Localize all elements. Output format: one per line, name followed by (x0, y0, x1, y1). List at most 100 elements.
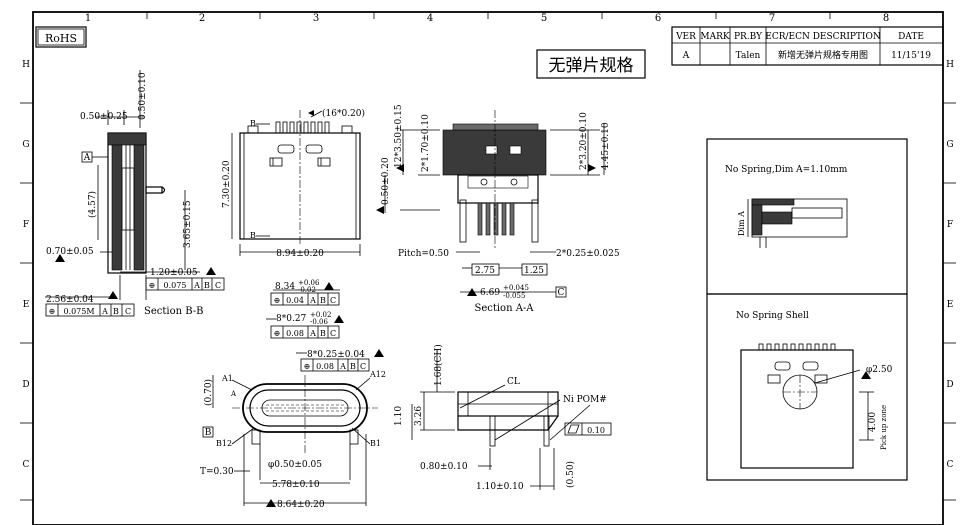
front-dim-hole: φ0.50±0.05 (268, 460, 322, 470)
col-label-6: 6 (655, 13, 661, 24)
bb-dim-pin-width: 1.20±0.05 (150, 268, 198, 278)
side-cl-label: CL (507, 377, 520, 387)
side-dim-b1: 0.80±0.10 (420, 462, 468, 472)
front-dim-w2-dn: -0.06 (310, 318, 328, 326)
aa-dim-right-h1: 2*3.20±0.10 (579, 112, 589, 170)
side-flatness-value: 0.10 (587, 426, 605, 435)
side-dim-h2: 1.10 (394, 406, 404, 426)
row-label-right-c: C (947, 460, 954, 470)
rev-cell-prby: Talen (736, 51, 761, 61)
aa-dim-overall-dn: -0.055 (503, 292, 525, 300)
rev-header-prby: PR.BY (734, 32, 763, 42)
front-tol-b-a: A (309, 329, 316, 338)
section-b-b-label: Section B-B (144, 306, 204, 317)
front-tol-b-value: 0.08 (286, 329, 304, 338)
bb-tol-frame-1: ⊕ 0.075 A B C (145, 277, 225, 291)
front-dim-base1: 5.78±0.10 (272, 480, 320, 490)
front-datum-a: A (230, 390, 237, 398)
no-spring-panel: No Spring,Dim A=1.10mm Dim A No Spring S… (706, 138, 908, 481)
bb-dim-top-height: 0.50±0.10 (138, 72, 148, 120)
col-label-2: 2 (199, 13, 205, 24)
bb-dim-left-offset: 0.70±0.05 (46, 247, 94, 257)
bb-tol2-symbol: ⊕ (49, 307, 56, 316)
bb-tol2-b: B (113, 307, 119, 316)
row-label-right-e: E (947, 300, 954, 310)
row-label-right-d: D (946, 380, 953, 390)
front-tol-c: ⊕ 0.08 A B C (300, 358, 370, 372)
bb-tol1-c: C (215, 281, 221, 290)
no-spring-title-1: No Spring,Dim A=1.10mm (725, 165, 848, 175)
aa-datum-c: C (558, 288, 565, 298)
front-view: 8.34 +0.06 -0.02 ⊕ 0.04 A B C 8*0.27 +0.… (200, 279, 386, 510)
front-dim-w2: 8*0.27 (276, 314, 307, 324)
bb-datum-a: A (83, 153, 91, 163)
top-view-cut-b-top: B (250, 119, 256, 128)
side-pom-label: Ni POM# (563, 395, 607, 405)
aa-dim-pitch-h1: 12*3.50±0.15 (394, 104, 404, 168)
row-label-left-h: H (22, 60, 30, 70)
bb-tol1-b: B (204, 281, 210, 290)
front-dim-w3: 8*0.25±0.04 (307, 350, 365, 360)
section-a-a-view: 12*3.50±0.15 2*1.70±0.10 0.50±0.20 2*3.2… (376, 104, 620, 314)
rev-cell-ver: A (682, 51, 690, 61)
rev-cell-desc: 新增无弹片规格专用图 (778, 49, 868, 61)
front-tol-c-symbol: ⊕ (304, 362, 311, 371)
front-tol-b-b: B (320, 329, 326, 338)
no-spring-phi: φ2.50 (866, 365, 893, 375)
aa-dim-overall-up: +0.045 (503, 284, 529, 292)
front-dim-w1-dn: -0.02 (298, 286, 316, 294)
front-dim-base2: 8.64±0.20 (277, 500, 325, 510)
front-dim-h: (0.70) (203, 379, 214, 406)
side-dim-h3: 3.26 (414, 406, 424, 426)
no-spring-pick: Pick up zone (880, 405, 888, 450)
bb-tol1-a: A (193, 281, 200, 290)
drawing-frame: 1 2 3 4 5 6 7 8 H G F E D C H G F E D C (20, 11, 956, 525)
bb-tol-frame-2: ⊕ 0.075M A B C (45, 303, 135, 317)
side-dim-b3: (0.50) (565, 461, 576, 488)
row-label-left-e: E (23, 300, 30, 310)
spec-title-text: 无弹片规格 (549, 56, 634, 76)
front-tol-a-a: A (309, 296, 316, 305)
rev-cell-date: 11/15'19 (891, 51, 931, 61)
front-tol-b-c: C (330, 329, 336, 338)
front-dim-w1: 8.34 (275, 282, 295, 292)
front-tol-c-c: C (360, 362, 366, 371)
front-tol-c-value: 0.08 (316, 362, 334, 371)
rohs-label: RoHS (45, 32, 77, 45)
row-label-left-c: C (23, 460, 30, 470)
rev-header-mark: MARK (700, 32, 729, 42)
bb-tol2-value: 0.075M (63, 307, 94, 316)
row-label-left-g: G (22, 140, 29, 150)
front-pin-b12: B12 (216, 439, 232, 448)
no-spring-dim-a: Dim A (737, 211, 746, 236)
front-dim-thick: T=0.30 (200, 467, 234, 477)
bb-dim-left-height: (4.57) (87, 191, 98, 218)
aa-dim-inner2: 1.25 (524, 266, 544, 276)
section-b-b-view: A 0.50±0.25 0.50±0.10 (4.57) 3.65±0.15 0… (45, 70, 225, 317)
no-spring-title-2: No Spring Shell (736, 311, 809, 321)
rev-header-desc: ECR/ECN DESCRIPTION (765, 32, 881, 42)
side-dim-b2: 1.10±0.10 (476, 482, 524, 492)
front-pin-a1: A1 (221, 374, 233, 383)
bb-tol1-value: 0.075 (164, 281, 187, 290)
row-label-right-h: H (946, 60, 954, 70)
front-tol-a: ⊕ 0.04 A B C (270, 292, 340, 306)
front-tol-c-a: A (339, 362, 346, 371)
front-tol-a-b: B (320, 296, 326, 305)
front-tol-b: ⊕ 0.08 A B C (270, 325, 340, 339)
bb-tol2-c: C (125, 307, 131, 316)
front-tol-a-symbol: ⊕ (274, 296, 281, 305)
bb-dim-bottom-width: 2.56±0.04 (46, 295, 94, 305)
section-a-a-label: Section A-A (474, 303, 534, 314)
top-view-pins (275, 121, 330, 134)
col-label-5: 5 (541, 13, 547, 24)
front-tol-a-value: 0.04 (286, 296, 304, 305)
front-dim-w1-up: +0.06 (298, 279, 320, 287)
aa-dim-right-h2: 4.45±0.10 (601, 122, 611, 170)
row-label-right-f: F (947, 220, 953, 230)
side-dim-h1: 1.68(CH) (433, 344, 444, 386)
front-pin-a12: A12 (369, 370, 386, 379)
side-view: CL Ni POM# 0.10 1.68(CH) 1.10 3.26 0.80±… (394, 344, 612, 492)
aa-dim-pin-w: 2*0.25±0.025 (556, 249, 620, 259)
